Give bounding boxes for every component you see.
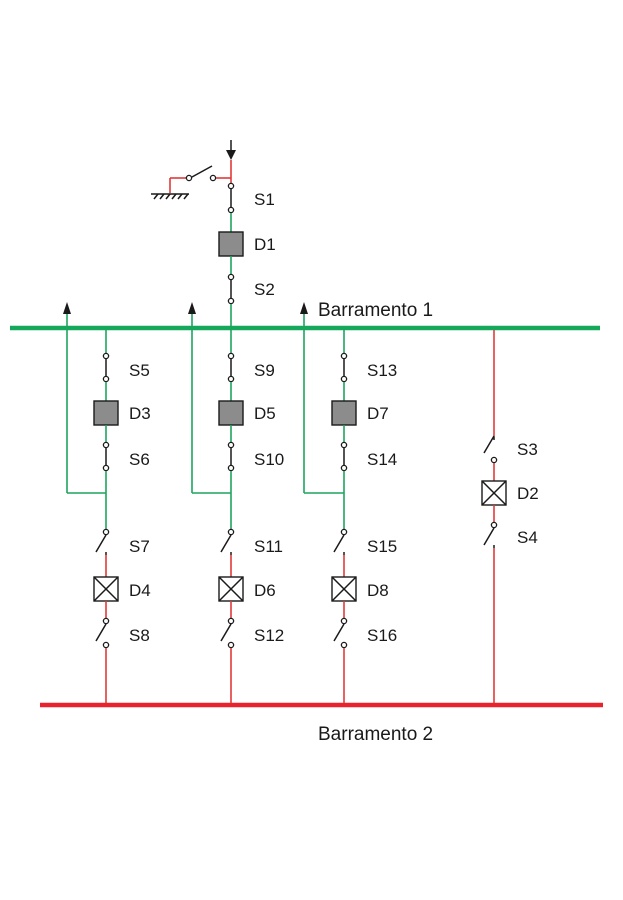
switch-contact (227, 441, 235, 449)
switch-contact (340, 641, 348, 649)
label-switch: S7 (129, 537, 150, 556)
switch-s2 (227, 273, 235, 305)
switch-contact (340, 528, 348, 536)
switch-contact (102, 641, 110, 649)
switch-contact (227, 375, 235, 383)
label-s2: S2 (254, 280, 275, 299)
switch-contact (340, 375, 348, 383)
arrow-up-icon (188, 302, 196, 314)
label-switch: S9 (254, 361, 275, 380)
switch-contact (102, 375, 110, 383)
switch-contact (340, 352, 348, 360)
label-device: D5 (254, 404, 276, 423)
label-device: D8 (367, 581, 389, 600)
switch-contact (227, 464, 235, 472)
label-switch: S11 (254, 537, 283, 556)
arrow-up-icon (63, 302, 71, 314)
label-device: D7 (367, 404, 389, 423)
breaker-cross (93, 576, 119, 602)
open-switch-blade (95, 534, 107, 553)
switch-s3 (483, 435, 498, 464)
label-s1: S1 (254, 190, 275, 209)
earthing-switch (185, 165, 217, 182)
disconnector-d1 (218, 231, 244, 257)
label-switch: S16 (367, 626, 397, 645)
open-switch-blade (95, 623, 107, 642)
disconnector-box (218, 400, 244, 426)
switch-contact (102, 528, 110, 536)
label-s4: S4 (517, 528, 538, 547)
label-d1: D1 (254, 235, 276, 254)
switch-contact (340, 464, 348, 472)
busbar-2-label: Barramento 2 (318, 724, 433, 745)
label-d2: D2 (517, 484, 539, 503)
open-switch-blade (220, 534, 232, 553)
open-switch-blade (333, 534, 345, 553)
breaker-d2 (481, 480, 507, 506)
switch-contact (340, 441, 348, 449)
switch-contact (227, 641, 235, 649)
disconnector-box (331, 400, 357, 426)
switch-contact (227, 352, 235, 360)
label-switch: S13 (367, 361, 397, 380)
label-switch: S8 (129, 626, 150, 645)
switch-contact (340, 617, 348, 625)
open-switch-blade (333, 623, 345, 642)
disconnector-box (93, 400, 119, 426)
bus-coupler: S3 D2 S4 (481, 330, 539, 703)
switch-contact (102, 617, 110, 625)
label-s3: S3 (517, 440, 538, 459)
switch-contact (102, 464, 110, 472)
open-switch-blade (220, 623, 232, 642)
switch-s4 (483, 521, 498, 548)
label-switch: S6 (129, 450, 150, 469)
switch-contact (227, 617, 235, 625)
breaker-cross (218, 576, 244, 602)
arrow-up-icon (300, 302, 308, 314)
switch-contact (227, 528, 235, 536)
arrow-down-icon (226, 150, 236, 160)
switch-contact (102, 352, 110, 360)
label-switch: S10 (254, 450, 284, 469)
label-device: D6 (254, 581, 276, 600)
breaker-cross (331, 576, 357, 602)
ground-icon (151, 193, 189, 200)
busbar-1-label: Barramento 1 (318, 300, 433, 321)
label-switch: S14 (367, 450, 397, 469)
label-switch: S5 (129, 361, 150, 380)
label-switch: S15 (367, 537, 397, 556)
label-device: D3 (129, 404, 151, 423)
label-switch: S12 (254, 626, 284, 645)
switch-s1 (227, 182, 235, 214)
switch-contact (102, 441, 110, 449)
label-device: D4 (129, 581, 151, 600)
incoming-feeder: S1 D1 S2 (151, 140, 276, 328)
